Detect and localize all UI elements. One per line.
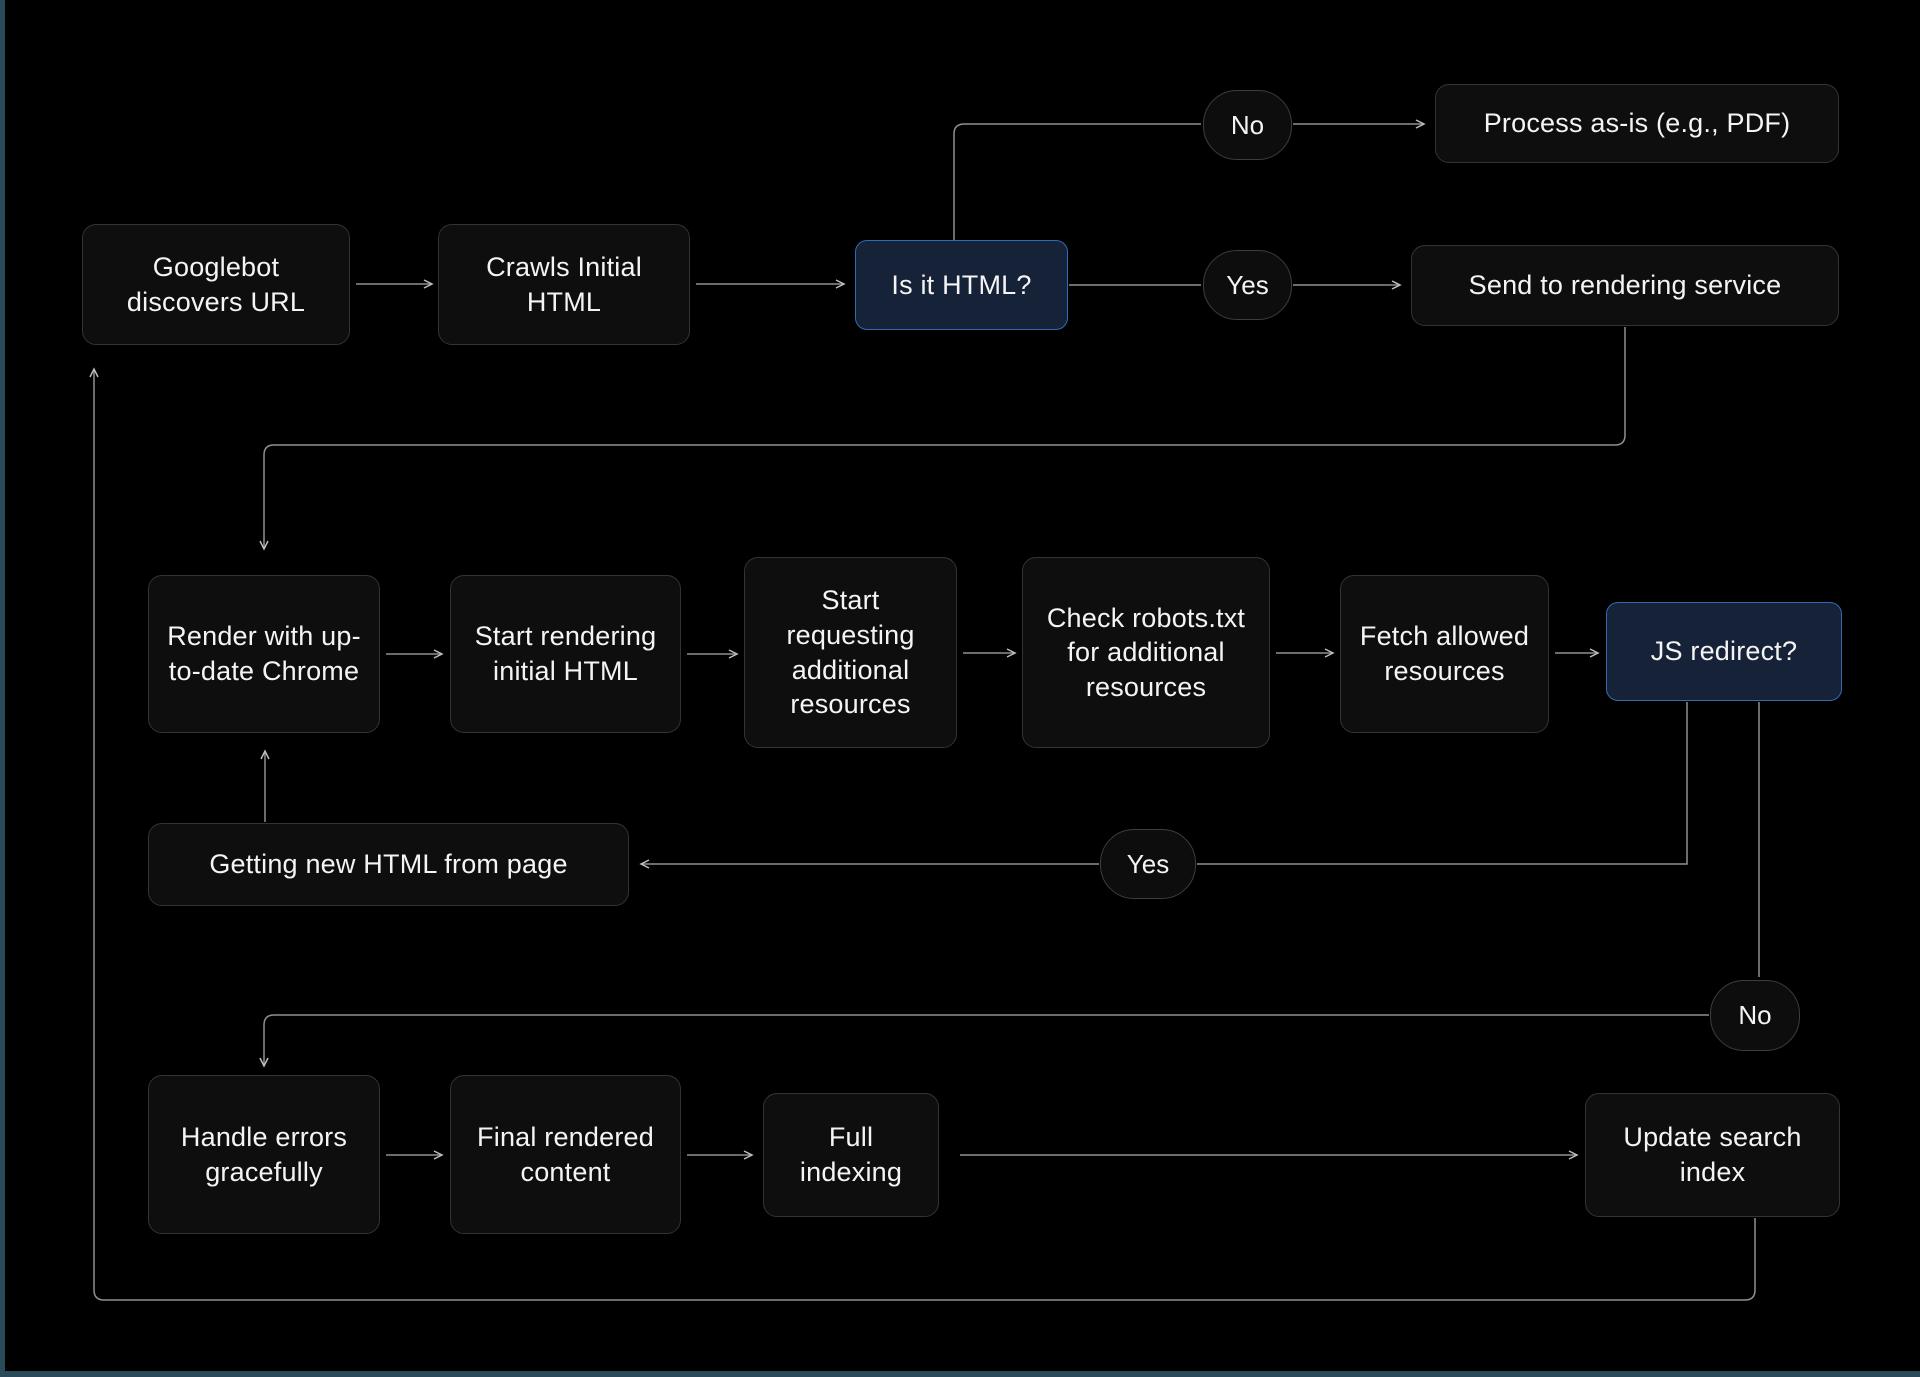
- edge-label-yes-loop: Yes: [1100, 829, 1196, 899]
- node-start-rendering-initial-html: Start rendering initial HTML: [450, 575, 681, 733]
- edge-label-no-bottom: No: [1710, 980, 1800, 1051]
- node-full-indexing: Full indexing: [763, 1093, 939, 1217]
- node-check-robots-txt: Check robots.txt for additional resource…: [1022, 557, 1270, 748]
- node-js-redirect-decision: JS redirect?: [1606, 602, 1842, 701]
- node-handle-errors-gracefully: Handle errors gracefully: [148, 1075, 380, 1234]
- node-getting-new-html: Getting new HTML from page: [148, 823, 629, 906]
- node-update-search-index: Update search index: [1585, 1093, 1840, 1217]
- node-send-to-rendering-service: Send to rendering service: [1411, 245, 1839, 326]
- edge-sendrendering-to-render: [259, 327, 1626, 551]
- node-is-it-html-decision: Is it HTML?: [855, 240, 1068, 330]
- window-edge-bottom: [0, 1371, 1920, 1377]
- node-render-with-chrome: Render with up-to-date Chrome: [148, 575, 380, 733]
- node-fetch-allowed-resources: Fetch allowed resources: [1340, 575, 1549, 733]
- edge-jsredirect-to-yesloop-pill: [1197, 702, 1688, 865]
- node-googlebot-discovers-url: Googlebot discovers URL: [82, 224, 350, 345]
- node-crawls-initial-html: Crawls Initial HTML: [438, 224, 690, 345]
- edge-label-no-top: No: [1203, 90, 1292, 160]
- edge-nobottom-to-handleerrors: [259, 1014, 1709, 1068]
- node-final-rendered-content: Final rendered content: [450, 1075, 681, 1234]
- window-edge-left: [0, 0, 5, 1377]
- edge-ishtml-to-no-pill: [953, 123, 1201, 240]
- edge-label-yes-top: Yes: [1203, 250, 1292, 320]
- node-start-requesting-resources: Start requesting additional resources: [744, 557, 957, 748]
- node-process-as-is: Process as-is (e.g., PDF): [1435, 84, 1839, 163]
- edge-updatesearch-loop-to-googlebot: [89, 367, 1756, 1301]
